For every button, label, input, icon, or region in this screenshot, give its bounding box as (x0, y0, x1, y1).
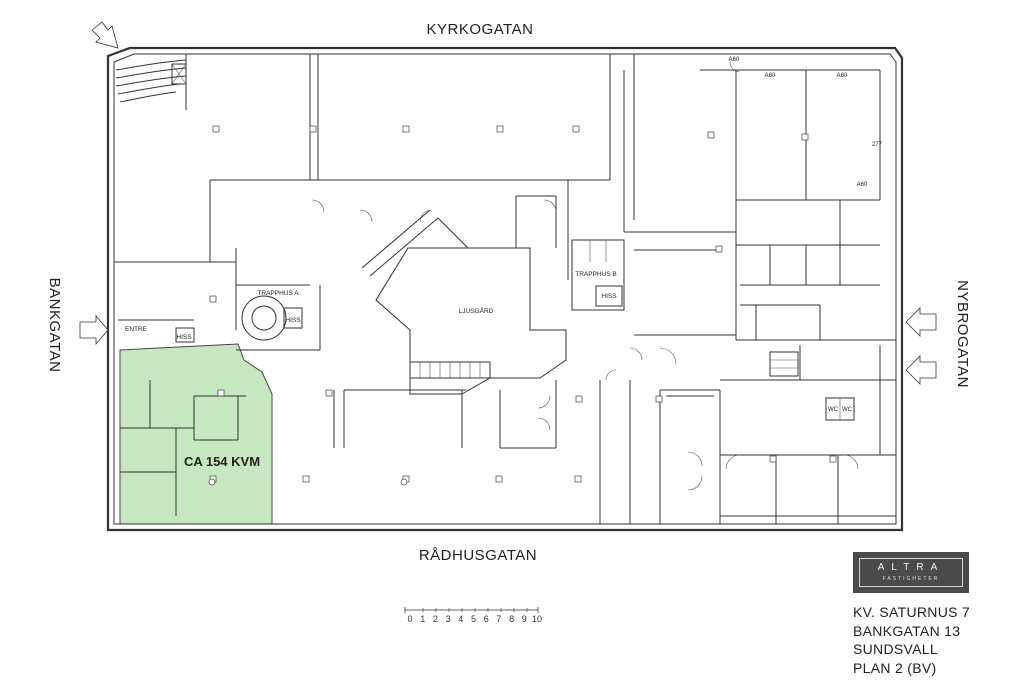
highlighted-area[interactable] (119, 343, 273, 525)
scale-tick-label: 8 (509, 614, 514, 624)
marker-a60-4: A60 (857, 182, 868, 188)
door-swings (311, 61, 859, 491)
scale-tick-label: 3 (446, 614, 451, 624)
scale-tick-label: 0 (407, 614, 412, 624)
room-entre: ENTRE (125, 326, 148, 333)
room-ljusgard: LJUSGÅRD (459, 306, 494, 315)
logo-subtitle: FASTIGHETER (882, 576, 940, 582)
street-south: RÅDHUSGATAN (419, 547, 537, 564)
scale-tick-label: 4 (458, 614, 463, 624)
room-wc-1: WC (828, 407, 839, 413)
room-hiss-b: HISS (601, 293, 617, 300)
room-wc-2: WC (842, 407, 853, 413)
street-west: BANKGATAN (46, 278, 63, 373)
scale-tick-label: 9 (522, 614, 527, 624)
property-floor: PLAN 2 (BV) (853, 659, 937, 676)
area-label: CA 154 KVM (184, 454, 260, 469)
property-address: BANKGATAN 13 (853, 622, 961, 639)
logo-frame: ALTRA FASTIGHETER (859, 558, 963, 587)
scale-tick-label: 2 (433, 614, 438, 624)
marker-a60-1: A60 (729, 57, 740, 63)
marker-a60-3: A60 (837, 73, 848, 79)
property-name: KV. SATURNUS 7 (853, 604, 971, 620)
entrance-arrow-west (79, 314, 109, 346)
entrance-arrow-northwest (91, 21, 119, 49)
scale-tick-label: 7 (496, 614, 501, 624)
marker-277: 277 (872, 142, 883, 148)
street-east: NYBROGATAN (954, 280, 971, 388)
marker-a60-2: A60 (765, 73, 776, 79)
street-north: KYRKOGATAN (427, 21, 534, 38)
scale-tick-label: 5 (471, 614, 476, 624)
scale-tick-label: 10 (532, 614, 542, 624)
room-trapphus-a: TRAPPHUS A (257, 290, 299, 297)
pillars (208, 125, 837, 486)
room-hiss-a: HISS (285, 317, 301, 324)
scale-tick-label: 6 (484, 614, 489, 624)
entrance-arrow-east (905, 307, 937, 385)
scale-tick-label: 1 (420, 614, 425, 624)
logo-name: ALTRA (877, 562, 945, 573)
room-hiss-entre: HISS (176, 334, 192, 341)
interior-walls (114, 54, 896, 524)
room-trapphus-b: TRAPPHUS B (575, 271, 617, 278)
outer-walls (106, 46, 904, 532)
altra-logo: ALTRA FASTIGHETER (853, 552, 969, 593)
property-city: SUNDSVALL (853, 641, 938, 657)
property-info: KV. SATURNUS 7 BANKGATAN 13 SUNDSVALL PL… (853, 603, 970, 677)
